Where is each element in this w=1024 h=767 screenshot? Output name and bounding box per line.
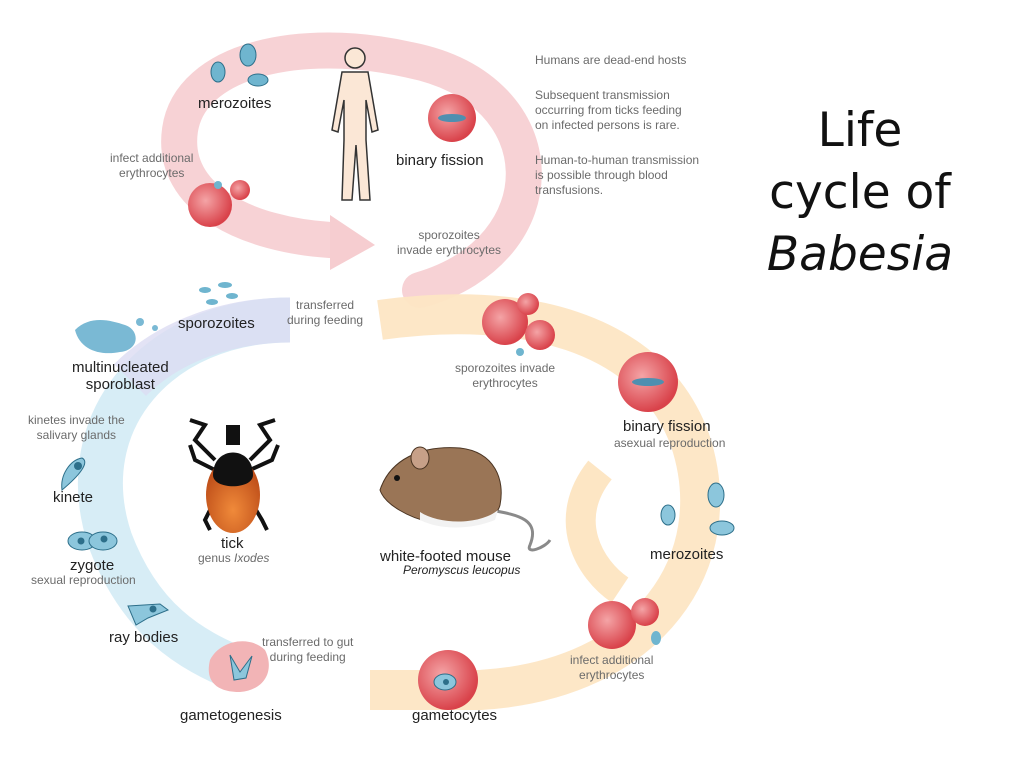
rbc-sporozoite-invade bbox=[482, 293, 555, 356]
zygote-cell bbox=[67, 531, 118, 551]
gametogenesis-cell bbox=[208, 641, 269, 692]
tick-arc-top bbox=[114, 297, 291, 397]
label-merozoites-mouse: merozoites bbox=[650, 546, 724, 563]
tick-icon bbox=[188, 418, 280, 533]
human-arc-arrowhead bbox=[330, 215, 375, 270]
note-dead-end: Humans are dead-end hosts bbox=[535, 53, 687, 67]
mouse-inner-arc bbox=[565, 460, 629, 603]
mouse-icon bbox=[379, 446, 552, 552]
label-mouse-species: Peromyscus leucopus bbox=[403, 563, 521, 577]
label-binary-fission-mouse: binary fission bbox=[623, 418, 711, 435]
merozoite-cells-top bbox=[210, 43, 269, 87]
title-genus: Babesia bbox=[766, 227, 954, 282]
human-icon bbox=[331, 47, 379, 201]
ray-body-cell bbox=[127, 603, 170, 626]
label-asexual-reproduction: asexual reproduction bbox=[614, 436, 726, 450]
rbc-infect-top bbox=[188, 180, 250, 227]
rbc-binary-fission-mouse bbox=[618, 352, 678, 412]
label-mouse: white-footed mouse bbox=[380, 548, 511, 565]
label-ray-bodies: ray bodies bbox=[109, 629, 179, 646]
label-sexual-reproduction: sexual reproduction bbox=[31, 573, 136, 587]
kinete-cell bbox=[61, 457, 86, 491]
label-merozoites-human: merozoites bbox=[198, 95, 272, 112]
label-gametogenesis: gametogenesis bbox=[180, 707, 282, 724]
rbc-infect-mouse bbox=[588, 598, 661, 649]
label-tick-genus: genus Ixodes bbox=[198, 551, 270, 565]
title-line-1: Life bbox=[817, 103, 903, 158]
label-kinete: kinete bbox=[53, 489, 94, 506]
sporozoite-cells bbox=[199, 282, 238, 305]
rbc-gametocyte bbox=[418, 650, 478, 710]
label-binary-fission-human: binary fission bbox=[396, 152, 484, 169]
title-line-2: cycle of bbox=[769, 165, 951, 220]
sporoblast-cell bbox=[75, 318, 158, 354]
label-sporozoites-tick: sporozoites bbox=[178, 315, 255, 332]
label-gametocytes: gametocytes bbox=[412, 707, 498, 724]
merozoite-cells-mouse bbox=[660, 482, 735, 536]
label-tick: tick bbox=[221, 535, 244, 552]
slide-title: Life cycle of Babesia bbox=[740, 100, 980, 286]
rbc-binary-fission-top bbox=[428, 94, 476, 142]
label-zygote: zygote bbox=[70, 557, 115, 574]
